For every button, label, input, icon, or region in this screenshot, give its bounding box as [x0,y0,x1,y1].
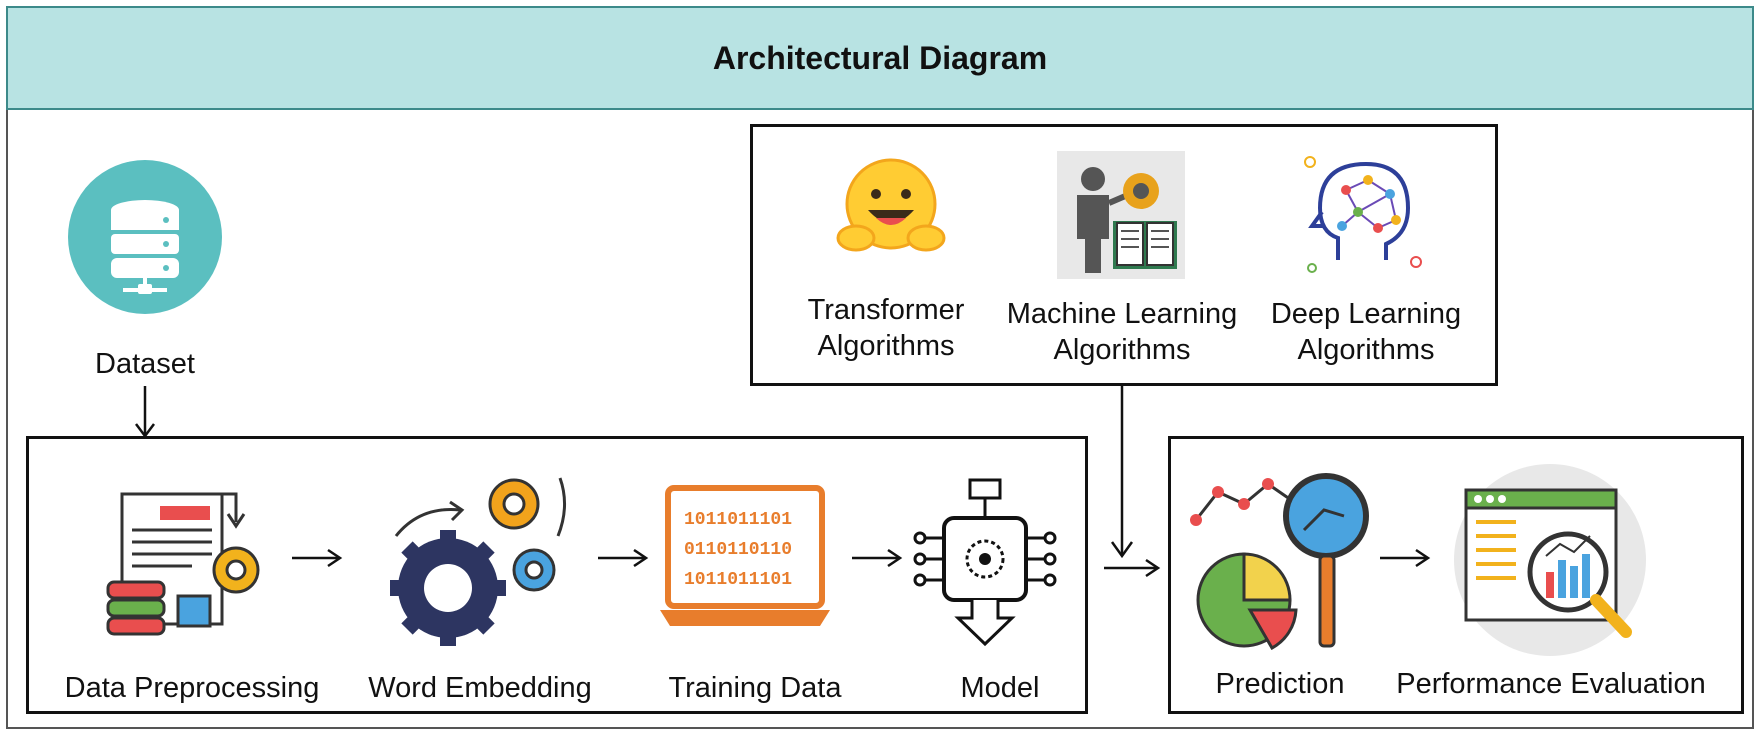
model-label: Model [960,672,1040,704]
word-embedding-label: Word Embedding [368,672,592,704]
svg-text:1011011101: 1011011101 [684,510,792,530]
prediction-label: Prediction [1215,668,1345,700]
arrow-training-to-model [852,548,903,568]
performance-evaluation-icon [1450,460,1650,660]
transformer-label: Transformer Algorithms [796,292,976,364]
transformer-label-line1: Transformer [807,294,965,326]
prediction-analytics-icon [1186,470,1372,652]
arrow-embedding-to-training [598,548,649,568]
word-embedding-gears-icon [390,466,576,656]
arrow-prediction-to-evaluation [1380,548,1431,568]
algorithms-connector-arrow [1104,386,1161,578]
svg-text:1011011101: 1011011101 [684,570,792,590]
machine-learning-icon [1057,151,1185,279]
deep-learning-label: Deep Learning Algorithms [1254,296,1478,368]
deep-learning-brain-icon [1298,150,1428,280]
dataset-arrow [135,386,155,439]
diagram-header: Architectural Diagram [6,6,1754,110]
machine-learning-label-line1: Machine Learning [1006,298,1238,330]
machine-learning-label-line2: Algorithms [1053,334,1191,366]
hugging-face-icon [836,152,946,262]
deep-learning-label-line2: Algorithms [1297,334,1435,366]
svg-text:0110110110: 0110110110 [684,540,792,560]
dataset-label: Dataset [95,348,195,380]
arrow-preprocessing-to-embedding [292,548,343,568]
model-chip-icon [910,478,1076,648]
transformer-label-line2: Algorithms [817,330,955,362]
performance-evaluation-label: Performance Evaluation [1396,668,1706,700]
training-data-label: Training Data [668,672,842,704]
training-data-binary-icon: 1011011101 0110110110 1011011101 [660,484,830,630]
diagram-title: Architectural Diagram [712,39,1048,76]
deep-learning-label-line1: Deep Learning [1270,298,1462,330]
data-preprocessing-icon [104,484,274,650]
data-preprocessing-label: Data Preprocessing [64,672,320,704]
machine-learning-label: Machine Learning Algorithms [992,296,1252,368]
database-icon [68,160,222,314]
